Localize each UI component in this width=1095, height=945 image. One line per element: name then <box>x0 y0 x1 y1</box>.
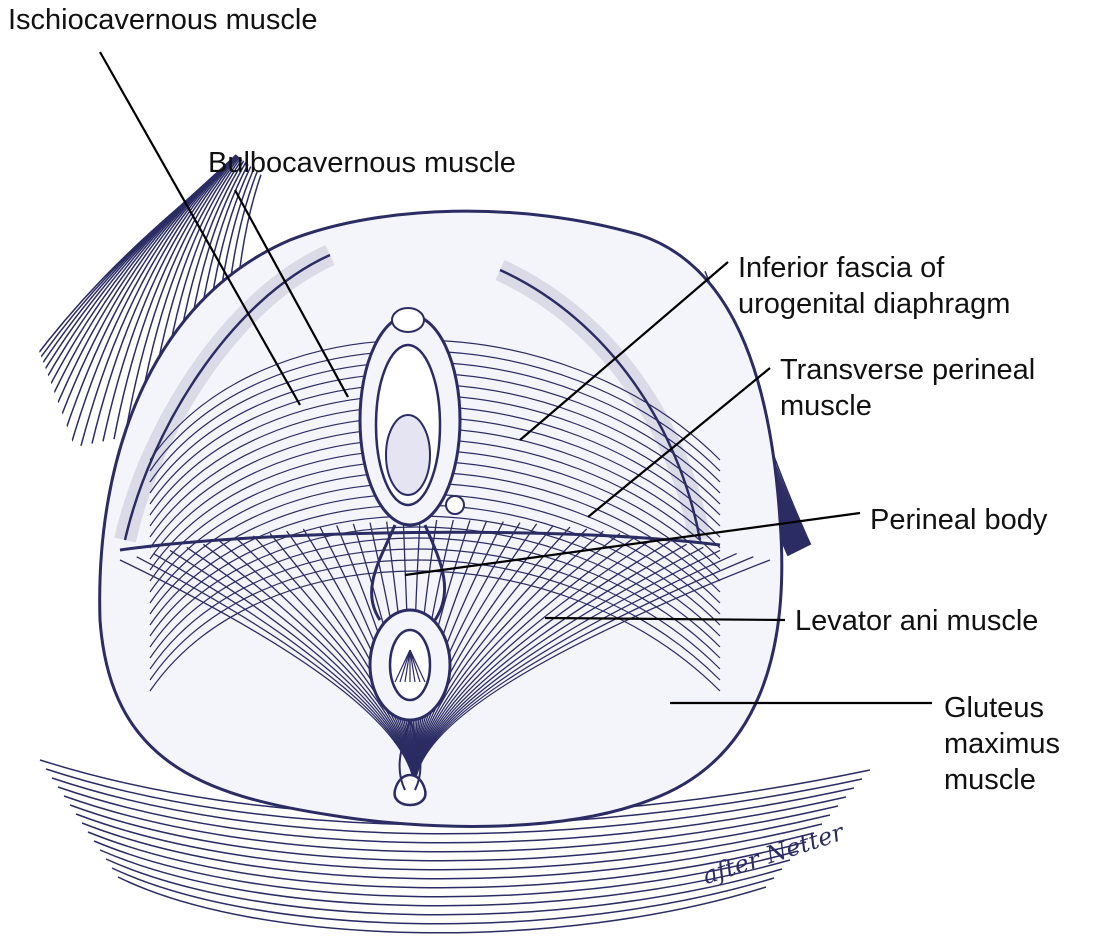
label-inferior-fascia: Inferior fascia of urogenital diaphragm <box>738 250 1010 322</box>
label-line-2: maximus <box>944 726 1060 762</box>
label-ischiocavernous-muscle: Ischiocavernous muscle <box>8 2 317 38</box>
clitoris <box>392 308 424 332</box>
illustration-hatching <box>0 58 870 933</box>
label-perineal-body: Perineal body <box>870 502 1047 538</box>
label-transverse-perineal-muscle: Transverse perineal muscle <box>780 352 1035 424</box>
label-levator-ani-muscle: Levator ani muscle <box>795 603 1038 639</box>
label-text: Levator ani muscle <box>795 603 1038 639</box>
vaginal-canal <box>386 415 430 495</box>
label-line-1: Inferior fascia of <box>738 250 1010 286</box>
coccyx-tip <box>395 775 426 805</box>
label-text: Bulbocavernous muscle <box>208 145 516 181</box>
label-text: Perineal body <box>870 502 1047 538</box>
label-line-2: muscle <box>780 388 1035 424</box>
label-line-1: Gluteus <box>944 690 1060 726</box>
gland-nodule <box>446 496 464 514</box>
label-text: Ischiocavernous muscle <box>8 2 317 38</box>
label-gluteus-maximus-muscle: Gluteus maximus muscle <box>944 690 1060 798</box>
label-line-1: Transverse perineal <box>780 352 1035 388</box>
label-line-2: urogenital diaphragm <box>738 286 1010 322</box>
label-bulbocavernous-muscle: Bulbocavernous muscle <box>208 145 516 181</box>
label-line-3: muscle <box>944 762 1060 798</box>
